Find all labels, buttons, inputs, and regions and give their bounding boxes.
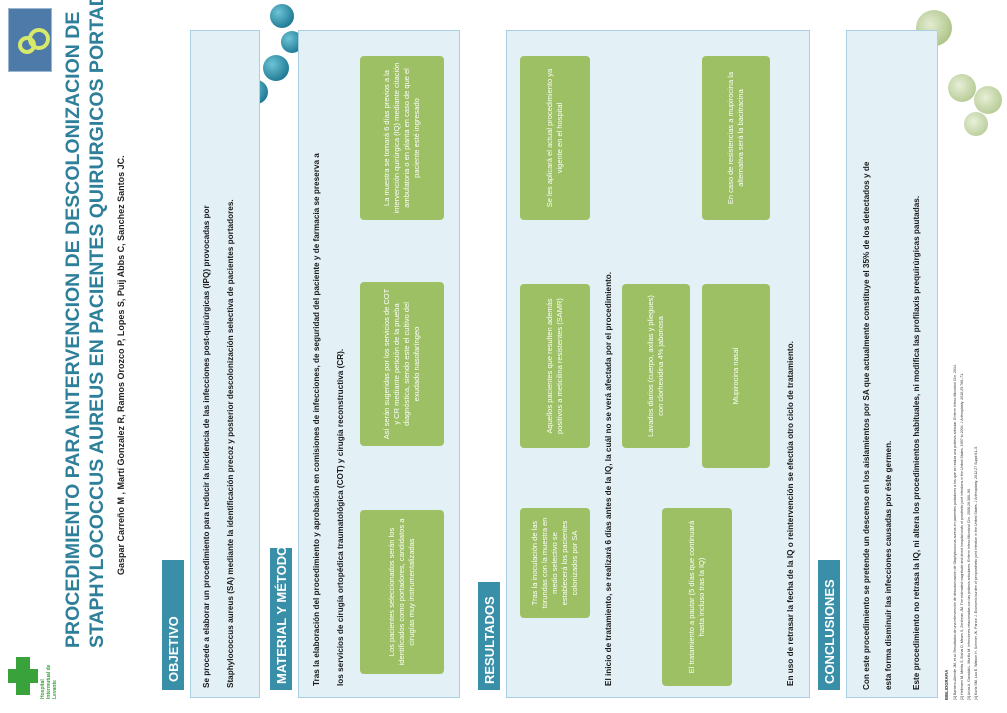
authors-line: Gaspar Carreño M , Martí Gonzalez R, Ram…: [116, 155, 126, 575]
resultados-box-b4-text: En caso de resistencias a mupirocina la …: [725, 71, 745, 205]
resultados-box-b3-text: Mupirocina nasal: [730, 347, 740, 405]
material-heading: MATERIAL Y MÉTODOS: [274, 537, 289, 684]
material-box-3-text: La muestra se tomará 6 días previos a la…: [381, 62, 422, 214]
bibliografia-ref-3: [3] Ariza A, Gavaldá L, Murillo M. Infec…: [967, 488, 971, 700]
resultados-heading: RESULTADOS: [482, 596, 497, 684]
hospital-cross-icon: [8, 657, 38, 695]
anniversary-60-icon: [18, 28, 50, 54]
conclusiones-line2: esta forma disminuir las infecciones cau…: [884, 440, 893, 690]
material-box-1: Los pacientes seleccionados serán los id…: [360, 510, 444, 674]
resultados-box-a2-text: Aquellos pacientes que resulten además p…: [544, 298, 564, 434]
objetivo-line2: Staphylococcus aureus (SA) mediante la i…: [226, 199, 235, 688]
hospital-logo-text: Hospital Intermutual de Levante: [40, 664, 58, 699]
resultados-box-a1-text: Tras la inoculación de las torundas con …: [529, 517, 580, 609]
conclusiones-line3: Este procedimiento no retrasa la IQ, ni …: [912, 195, 921, 690]
conclusiones-heading: CONCLUSIONES: [822, 579, 837, 684]
material-box-1-text: Los pacientes seleccionados serán los id…: [386, 518, 417, 666]
bibliografia-heading: BIBLIOGRAFIA: [944, 669, 949, 700]
conclusiones-line1: Con este procedimiento se pretende un de…: [862, 161, 871, 690]
resultados-box-a2: Aquellos pacientes que resulten además p…: [520, 284, 590, 448]
bibliografia-ref-1: [1] Barbero-Allende JM, et al. Resultado…: [953, 363, 957, 700]
anniversary-logo: [8, 8, 52, 72]
bibliografia-ref-4: [4] Kurtz SM, Lau E, Watson H, Schmier J…: [974, 445, 978, 700]
material-box-3: La muestra se tomará 6 días previos a la…: [360, 56, 444, 220]
material-line1: Tras la elaboración del procedimiento y …: [312, 153, 321, 686]
material-tab: MATERIAL Y MÉTODOS: [270, 537, 292, 690]
resultados-box-a3-text: Se les aplicará el actual procedimiento …: [544, 68, 564, 208]
resultados-box-b2-text: Lavados diarios (cuerpo, axilas y pliegu…: [645, 295, 665, 437]
conclusiones-tab: CONCLUSIONES: [818, 560, 840, 690]
conclusiones-section: [846, 30, 938, 698]
resultados-box-b1-text: El tratamiento a pautar (5 días que cont…: [686, 520, 706, 674]
page-title-line2: STAPHYLOCOCCUS AUREUS EN PACIENTES QUIRU…: [86, 0, 108, 648]
material-box-2-text: Así serán sugeridas por los servicios de…: [381, 288, 422, 440]
resultados-box-b2: Lavados diarios (cuerpo, axilas y pliegu…: [622, 284, 690, 448]
material-box-2: Así serán sugeridas por los servicios de…: [360, 282, 444, 446]
resultados-box-b4: En caso de resistencias a mupirocina la …: [702, 56, 770, 220]
bibliografia-ref-2: [2] Hellmann M, Mehta S, Bishai D, Mears…: [960, 372, 964, 700]
page-title-line1: PROCEDIMIENTO PARA INTERVENCION DE DESCO…: [62, 11, 84, 648]
material-line2: los servicios de cirugía ortopédica trau…: [336, 348, 345, 686]
resultados-treatment-start: El inicio de tratamiento, se realizará 6…: [604, 271, 613, 686]
resultados-box-b3: Mupirocina nasal: [702, 284, 770, 468]
hospital-logo: Hospital Intermutual de Levante: [8, 655, 58, 703]
resultados-retreatment: En uso de retrasar la fecha de la IQ o r…: [786, 341, 795, 686]
objetivo-heading: OBJETIVO: [166, 616, 181, 682]
resultados-box-a1: Tras la inoculación de las torundas con …: [520, 508, 590, 618]
objetivo-section: [190, 30, 260, 698]
objetivo-tab: OBJETIVO: [162, 560, 184, 690]
resultados-tab: RESULTADOS: [478, 582, 500, 690]
resultados-box-b1: El tratamiento a pautar (5 días que cont…: [662, 508, 732, 686]
resultados-box-a3: Se les aplicará el actual procedimiento …: [520, 56, 590, 220]
objetivo-line1: Se procede a elaborar un procedimiento p…: [202, 205, 211, 688]
